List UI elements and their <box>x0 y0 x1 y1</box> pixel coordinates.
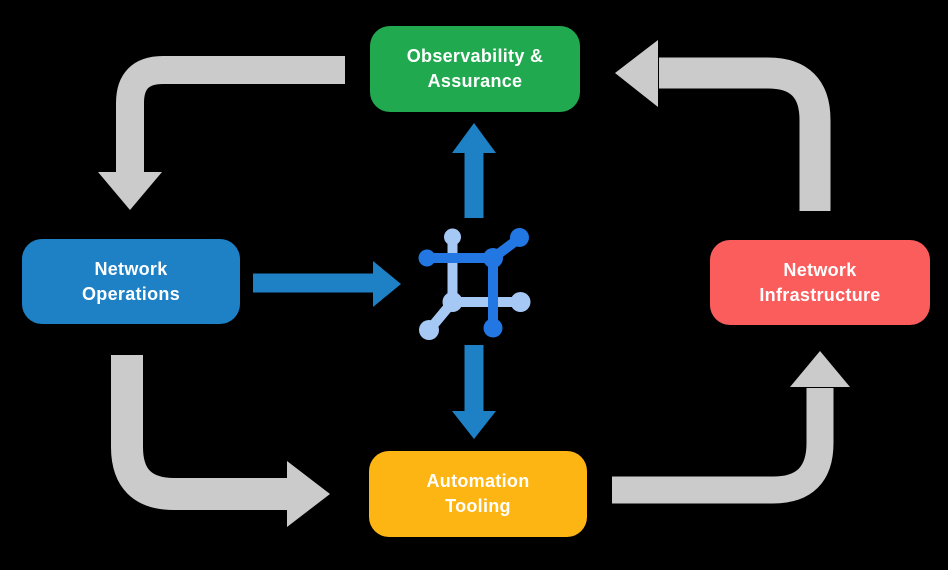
arrow-operations-to-automation-shaft <box>111 355 288 510</box>
node-infrastructure-label: Network Infrastructure <box>759 259 881 305</box>
arrow-center-to-automation <box>452 345 496 439</box>
arrow-observability-to-operations-head <box>98 172 162 210</box>
arrow-operations-to-automation-head <box>287 461 330 527</box>
fabric-top-right-node <box>510 228 529 247</box>
node-observability: Observability & Assurance <box>370 26 580 112</box>
node-infrastructure: Network Infrastructure <box>710 240 930 325</box>
arrow-observability-to-operations <box>98 56 345 210</box>
arrow-automation-to-infrastructure <box>612 351 850 504</box>
node-automation: Automation Tooling <box>369 451 587 537</box>
arrow-operations-to-automation <box>111 355 330 527</box>
arrow-center-to-automation-head <box>452 411 496 439</box>
arrow-infrastructure-to-observability-head <box>615 40 658 107</box>
fabric-bottom-left-junction-node <box>442 292 463 312</box>
arrow-center-to-observability <box>452 123 496 218</box>
fabric-bottom-node <box>483 318 503 338</box>
node-operations: Network Operations <box>22 239 240 324</box>
fabric-bottom-left-node <box>419 320 439 340</box>
fabric-left-node <box>418 249 436 267</box>
arrow-center-to-observability-head <box>452 123 496 153</box>
node-automation-label: Automation Tooling <box>426 471 530 516</box>
arrow-automation-to-infrastructure-head <box>790 351 850 387</box>
node-observability-label: Observability & Assurance <box>406 46 544 91</box>
arrow-infrastructure-to-observability <box>615 40 831 211</box>
network-fabric-icon <box>418 228 531 340</box>
fabric-top-right-junction-node <box>483 248 503 268</box>
arrow-operations-to-center <box>253 261 401 307</box>
arrow-operations-to-center-head <box>373 261 401 307</box>
arrow-automation-to-infrastructure-shaft <box>612 388 834 504</box>
arrow-observability-to-operations-shaft <box>116 56 345 173</box>
fabric-top-node <box>444 228 461 246</box>
fabric-right-node <box>510 292 531 312</box>
node-operations-label: Network Operations <box>81 258 181 304</box>
arrow-infrastructure-to-observability-shaft <box>659 57 831 211</box>
